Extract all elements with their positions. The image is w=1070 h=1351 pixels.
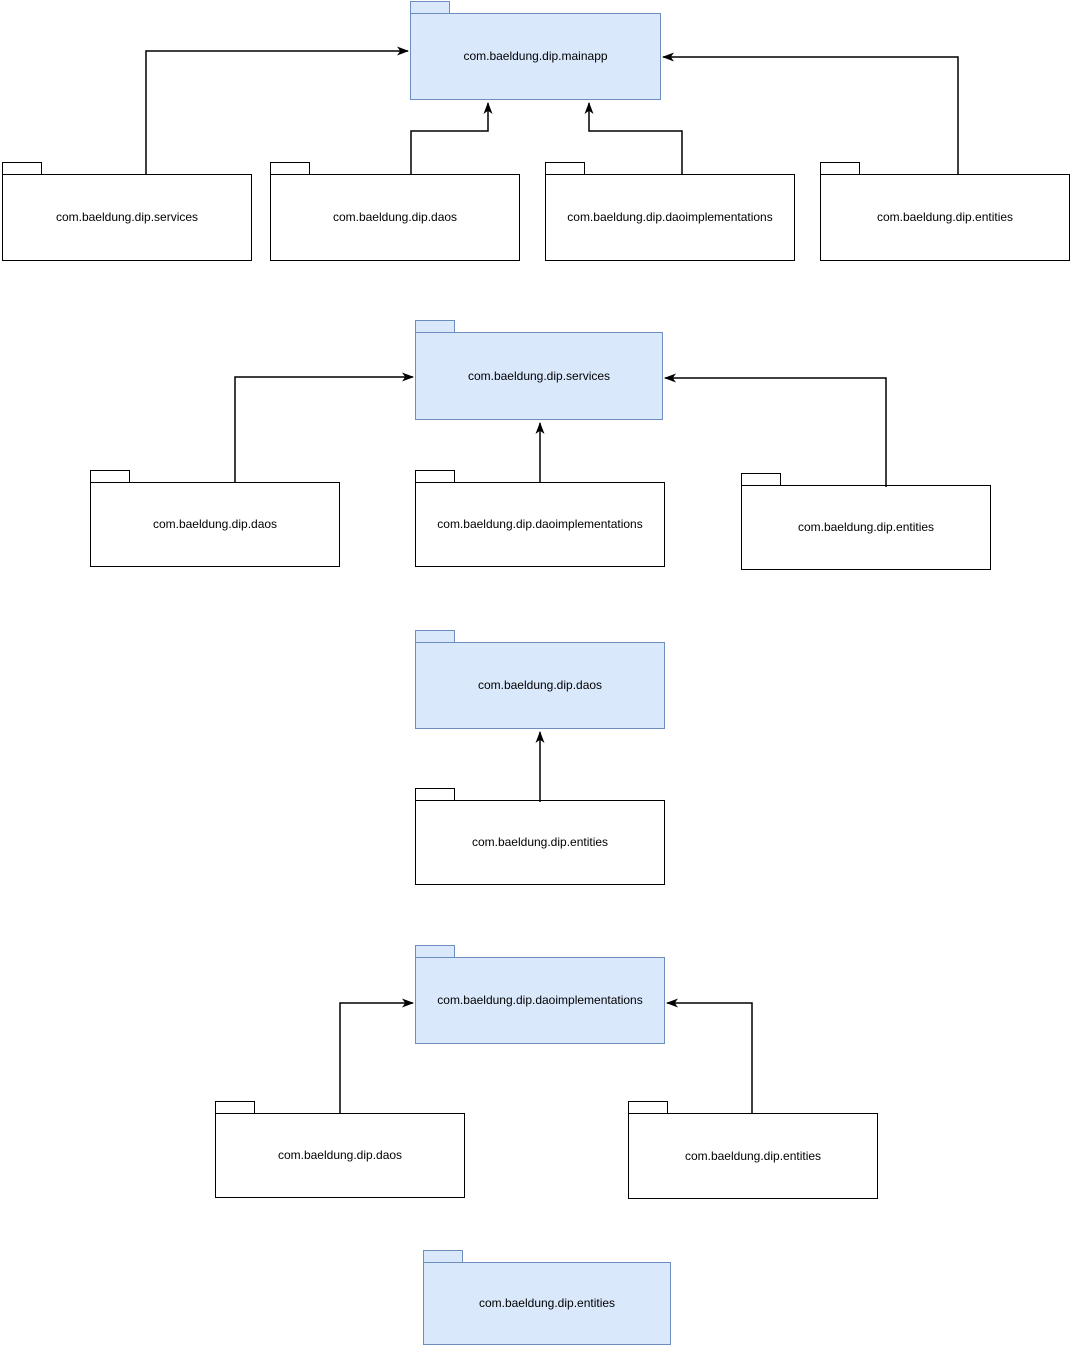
package-label: com.baeldung.dip.daoimplementations — [567, 210, 773, 225]
package-entities-dep-of-daos: com.baeldung.dip.entities — [415, 788, 665, 885]
package-label: com.baeldung.dip.entities — [876, 210, 1014, 225]
package-label: com.baeldung.dip.daos — [477, 678, 603, 693]
package-daos: com.baeldung.dip.daos — [415, 630, 665, 729]
package-daoimplementations: com.baeldung.dip.daoimplementations — [415, 945, 665, 1044]
package-daos-dep-of-daoimplementations: com.baeldung.dip.daos — [215, 1101, 465, 1198]
package-label: com.baeldung.dip.daoimplementations — [437, 993, 643, 1008]
package-daos-dep-of-mainapp: com.baeldung.dip.daos — [270, 162, 520, 261]
arrow-entities-to-services — [664, 373, 887, 487]
package-services-dep-of-mainapp: com.baeldung.dip.services — [2, 162, 252, 261]
arrow-entities-to-mainapp — [662, 52, 959, 175]
package-services: com.baeldung.dip.services — [415, 320, 663, 420]
package-entities-dep-of-daoimplementations: com.baeldung.dip.entities — [628, 1101, 878, 1199]
package-entities-dep-of-mainapp: com.baeldung.dip.entities — [820, 162, 1070, 261]
package-entities-dep-of-services: com.baeldung.dip.entities — [741, 473, 991, 570]
package-entities: com.baeldung.dip.entities — [423, 1250, 671, 1345]
package-label: com.baeldung.dip.daos — [152, 517, 278, 532]
arrow-daos-to-daoimplementations — [339, 998, 414, 1114]
package-label: com.baeldung.dip.services — [467, 368, 611, 383]
package-daoimplementations-dep-of-mainapp: com.baeldung.dip.daoimplementations — [545, 162, 795, 261]
package-daos-dep-of-services: com.baeldung.dip.daos — [90, 470, 340, 567]
arrow-services-to-mainapp — [145, 46, 409, 175]
package-label: com.baeldung.dip.entities — [471, 835, 609, 850]
package-label: com.baeldung.dip.entities — [684, 1148, 822, 1163]
package-label: com.baeldung.dip.services — [55, 210, 199, 225]
package-daoimplementations-dep-of-services: com.baeldung.dip.daoimplementations — [415, 470, 665, 567]
arrow-daos-to-services — [234, 372, 414, 483]
package-label: com.baeldung.dip.entities — [478, 1296, 616, 1311]
package-label: com.baeldung.dip.daos — [277, 1148, 403, 1163]
arrow-entities-to-daoimplementations — [666, 998, 753, 1113]
package-label: com.baeldung.dip.entities — [797, 520, 935, 535]
package-label: com.baeldung.dip.daoimplementations — [437, 517, 643, 532]
package-mainapp: com.baeldung.dip.mainapp — [410, 1, 661, 100]
package-label: com.baeldung.dip.mainapp — [463, 49, 608, 64]
package-label: com.baeldung.dip.daos — [332, 210, 458, 225]
